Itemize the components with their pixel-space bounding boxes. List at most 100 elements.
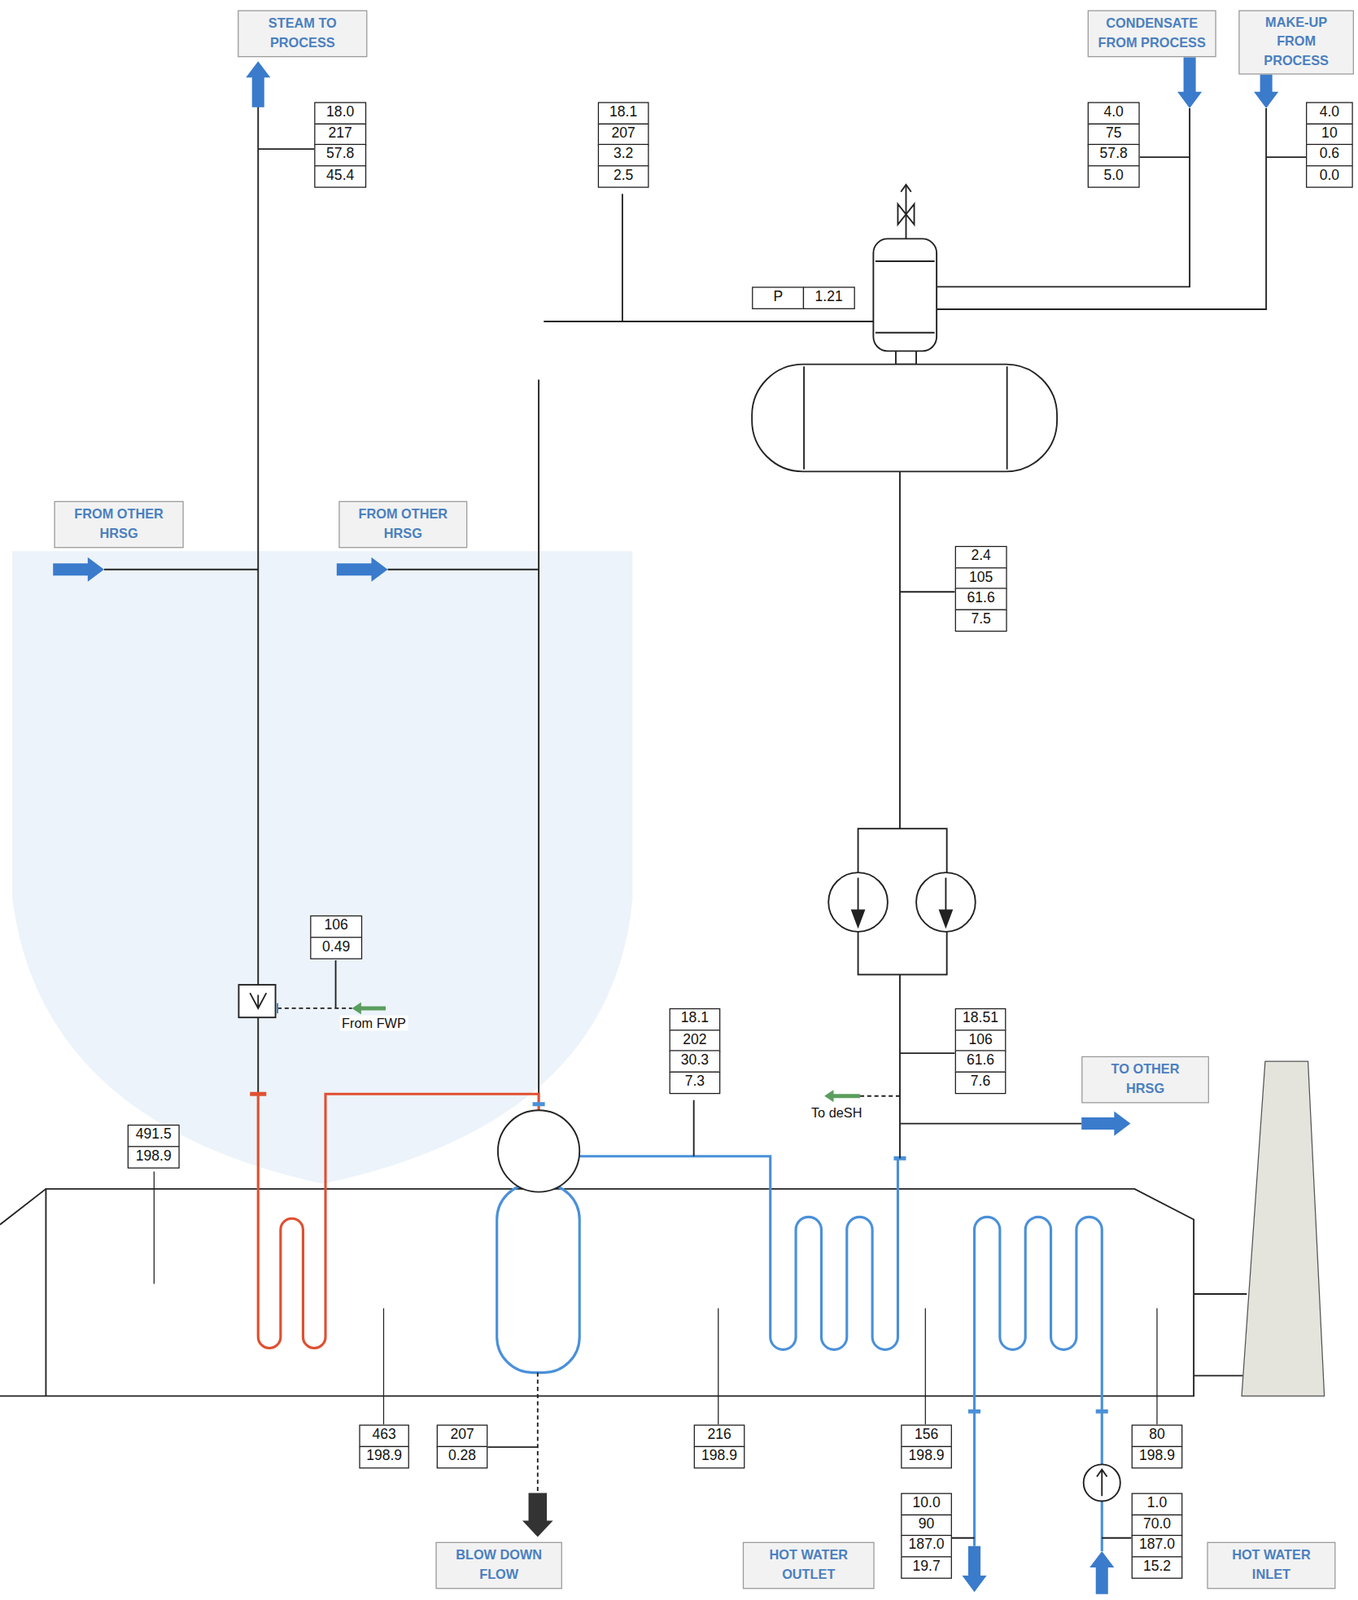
stack [1241, 1061, 1325, 1396]
note-label: To deSH [808, 1104, 865, 1121]
value-cell: 187.0 [900, 1534, 952, 1558]
evaporator [579, 1156, 898, 1350]
hot-water-pump [951, 1537, 1132, 1539]
value-cell: 5.0 [1087, 165, 1140, 188]
value-cell: 15.2 [1131, 1555, 1184, 1579]
green-arrows [352, 1001, 386, 1014]
value-cell: 0.28 [436, 1445, 489, 1468]
data-table: 491.5198.9 [127, 1124, 180, 1168]
data-table: 18.12073.22.5 [598, 101, 650, 188]
data-table: 18.120230.37.3 [669, 1008, 721, 1094]
hot-water-pump [951, 1463, 1132, 1538]
deaerator [1139, 156, 1190, 158]
steam-drum [497, 1109, 580, 1192]
data-table: 18.5110661.67.6 [955, 1008, 1007, 1094]
evaporator [497, 1104, 907, 1373]
note-label: From FWP [340, 1015, 409, 1031]
steam-piping [621, 193, 624, 322]
value-cell: 18.1 [598, 101, 650, 125]
value-cell: 207 [598, 122, 650, 146]
data-table: 216198.9 [694, 1424, 746, 1468]
green-arrows [824, 1089, 861, 1102]
deaerator [873, 238, 937, 351]
value-cell: 18.0 [314, 101, 367, 125]
data-table: 4.07557.85.0 [1087, 101, 1140, 188]
value-cell: 217 [314, 122, 367, 146]
value-cell: 90 [900, 1513, 952, 1537]
hrsg-casing [44, 1188, 47, 1397]
value-cell: 80 [1131, 1424, 1184, 1448]
value-cell: 57.8 [314, 144, 367, 167]
flow-arrows [52, 557, 105, 582]
desuperheater [276, 1003, 279, 1014]
value-cell: 198.9 [694, 1445, 746, 1468]
flow-arrows [1081, 1111, 1131, 1136]
label-box: STEAM TO PROCESS [237, 10, 367, 58]
label-box: CONDENSATE FROM PROCESS [1087, 10, 1217, 58]
gas-leaders [383, 1308, 385, 1425]
label-box: TO OTHER HRSG [1081, 1056, 1210, 1104]
data-table: 156198.9 [900, 1424, 952, 1468]
deaerator [1266, 156, 1306, 158]
hot-water-pump [1096, 1469, 1108, 1497]
value-cell: 0.49 [310, 935, 363, 959]
blowdown-line [522, 1493, 554, 1538]
data-table: 10.090187.019.7 [900, 1493, 952, 1579]
value-cell: 106 [955, 1029, 1007, 1053]
deaerator [751, 364, 1057, 472]
deaerator [936, 108, 1190, 287]
gas-leaders [153, 1171, 155, 1284]
value-cell: 61.6 [955, 1049, 1007, 1073]
data-table: 18.021757.845.4 [314, 101, 367, 188]
steam-piping [257, 148, 315, 150]
stream-label: TO OTHER HRSG [1090, 1060, 1200, 1099]
data-table: 4.0100.60.0 [1305, 101, 1354, 188]
data-table: 80198.9 [1131, 1424, 1184, 1468]
value-cell: 491.5 [127, 1124, 180, 1148]
feed-pumps [858, 877, 947, 923]
steam-piping [257, 101, 259, 1094]
value-cell: 18.1 [669, 1008, 721, 1031]
value-cell: 57.8 [1087, 144, 1140, 167]
evaporator [532, 1104, 907, 1158]
value-cell: 7.5 [955, 608, 1008, 632]
desuperheater [238, 960, 352, 1018]
watermark [12, 550, 633, 1184]
feedwater-piping [899, 1122, 1082, 1125]
value-cell: 202 [669, 1029, 721, 1053]
value-cell: 7.6 [955, 1070, 1007, 1094]
value-cell: 7.3 [669, 1070, 721, 1094]
feedwater-piping [899, 590, 956, 593]
stack [1241, 1061, 1325, 1396]
feedwater-piping [899, 1052, 956, 1054]
hot-water-coil [968, 1409, 1109, 1414]
value-cell: 19.7 [900, 1555, 952, 1579]
hot-water-coil [974, 1216, 1103, 1546]
value-cell: 207 [436, 1424, 489, 1448]
steam-piping [104, 101, 874, 1104]
data-table: 2070.28 [436, 1424, 489, 1468]
feedwater-piping [899, 974, 901, 1159]
value-cell: 10.0 [900, 1493, 952, 1516]
value-cell: 1.21 [803, 286, 856, 310]
blowdown-line [436, 1372, 554, 1538]
value-cell: 156 [900, 1424, 952, 1448]
data-table: 1060.49 [310, 915, 363, 959]
deaerator [900, 184, 912, 193]
feedwater-piping [899, 471, 901, 829]
feed-pumps [939, 910, 952, 927]
label-box: HOT WATER INLET [1206, 1541, 1336, 1590]
flow-arrows [245, 61, 271, 107]
value-cell: 70.0 [1131, 1513, 1184, 1537]
watermark [12, 550, 633, 1184]
value-cell: 4.0 [1087, 101, 1140, 125]
feed-pumps [851, 910, 865, 927]
superheater-coil [249, 1093, 539, 1348]
steam-piping [543, 320, 874, 323]
stream-label: FROM OTHER HRSG [63, 505, 175, 544]
label-box: BLOW DOWN FLOW [435, 1541, 562, 1590]
evaporator [497, 1183, 581, 1373]
value-cell: 45.4 [314, 165, 367, 188]
value-cell: 198.9 [127, 1145, 180, 1169]
